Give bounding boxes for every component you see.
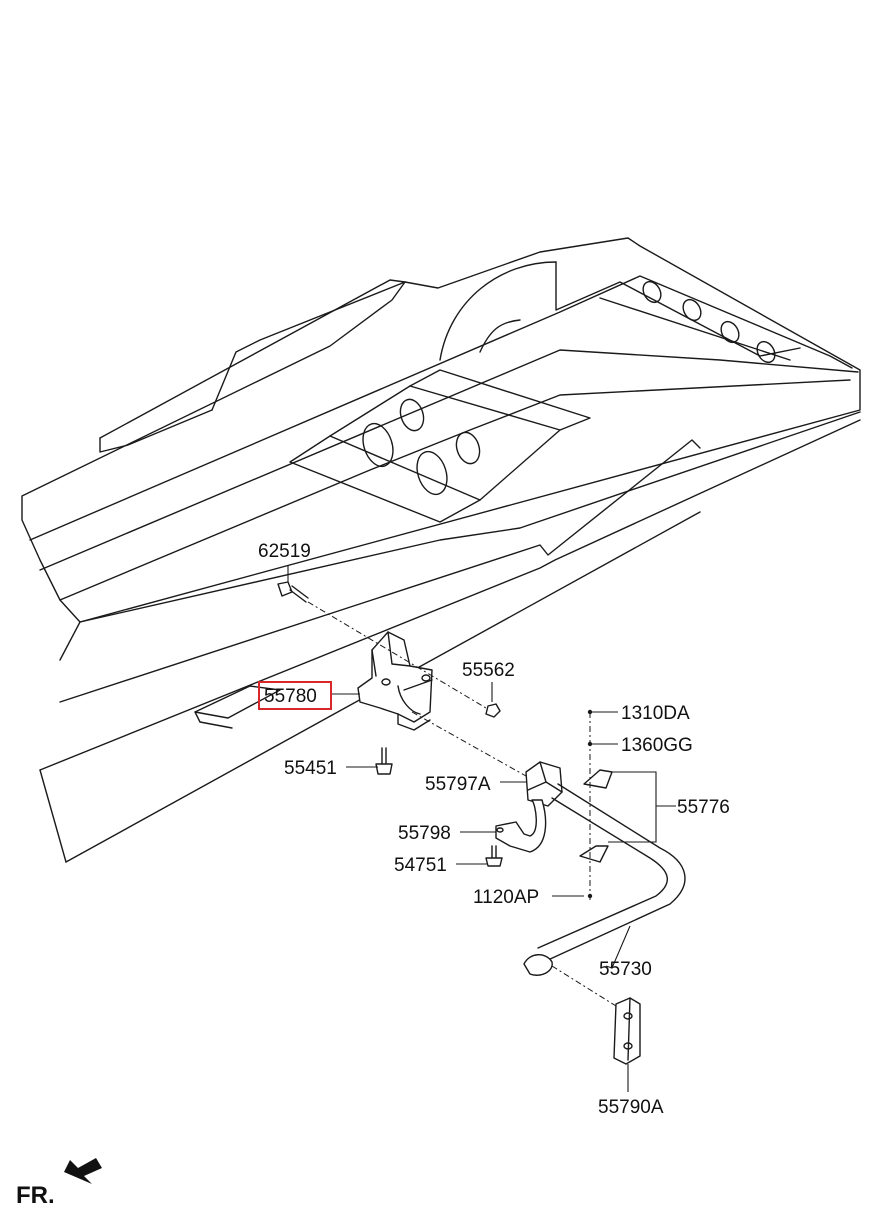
bolt-62519-drawing [277,581,309,603]
front-arrow-icon [64,1158,102,1184]
bolt-54751-drawing [485,845,503,867]
bolt-55451-drawing [375,747,393,775]
nut-55562-drawing [485,703,501,718]
label-55790A[interactable]: 55790A [598,1097,664,1118]
label-55451[interactable]: 55451 [284,758,337,779]
leader-lines [287,566,676,1092]
label-55776[interactable]: 55776 [677,797,730,818]
orientation-indicator: FR. [16,1158,102,1209]
label-55798[interactable]: 55798 [398,823,451,844]
label-55797A[interactable]: 55797A [425,774,491,795]
link-55790A-drawing [613,997,641,1065]
label-1310DA[interactable]: 1310DA [621,703,690,724]
clamp-55776-drawing [579,769,613,863]
label-55562[interactable]: 55562 [462,660,515,681]
label-55730[interactable]: 55730 [599,959,652,980]
chassis-frame-drawing [21,237,861,863]
front-label: FR. [16,1182,55,1209]
label-54751[interactable]: 54751 [394,855,447,876]
bushing-55797A-drawing [525,761,563,807]
label-1360GG[interactable]: 1360GG [621,735,693,756]
highlight-box-55780 [258,681,332,710]
label-62519[interactable]: 62519 [258,541,311,562]
bracket-55780-drawing [357,631,433,731]
stabilizer-bar-55730-drawing [523,783,686,976]
label-1120AP[interactable]: 1120AP [473,887,539,908]
label-55780[interactable]: 55780 [264,686,317,707]
clamp-55798-drawing [495,799,547,853]
